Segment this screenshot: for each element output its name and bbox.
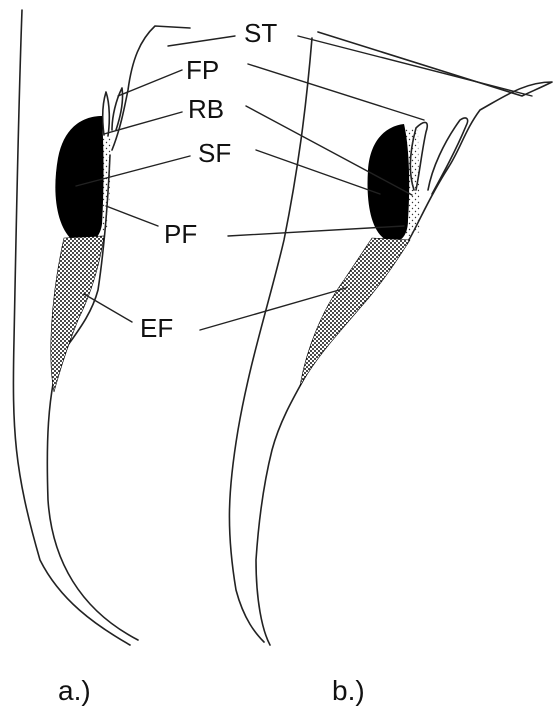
caption-a: a.) — [58, 675, 91, 706]
leader-pf-a — [106, 206, 158, 226]
leader-sf-b — [256, 150, 380, 194]
leader-lines — [76, 36, 532, 330]
panel-a-seminal-fold — [55, 116, 103, 243]
leader-st-b — [298, 36, 532, 96]
panel-a-fringe-papilla — [103, 92, 110, 136]
label-pf: PF — [164, 219, 197, 249]
label-rb: RB — [188, 94, 224, 124]
caption-b: b.) — [332, 675, 365, 706]
leader-fp-b — [248, 64, 424, 120]
captions: a.) b.) — [58, 675, 365, 706]
label-ef: EF — [140, 313, 173, 343]
leader-rb-a — [104, 112, 182, 134]
leader-st-a — [168, 36, 235, 46]
panel-b-fringe-papilla — [428, 118, 468, 194]
panel-b-elongated-fold — [300, 238, 410, 386]
panel-b-body-outline-left — [229, 38, 312, 642]
panel-b-body-outline-right — [256, 32, 552, 645]
label-st: ST — [244, 18, 277, 48]
panel-a-elongated-fold — [51, 236, 104, 392]
panel-b — [229, 32, 552, 645]
label-sf: SF — [198, 138, 231, 168]
leader-fp-a — [118, 70, 182, 96]
label-fp: FP — [186, 55, 219, 85]
